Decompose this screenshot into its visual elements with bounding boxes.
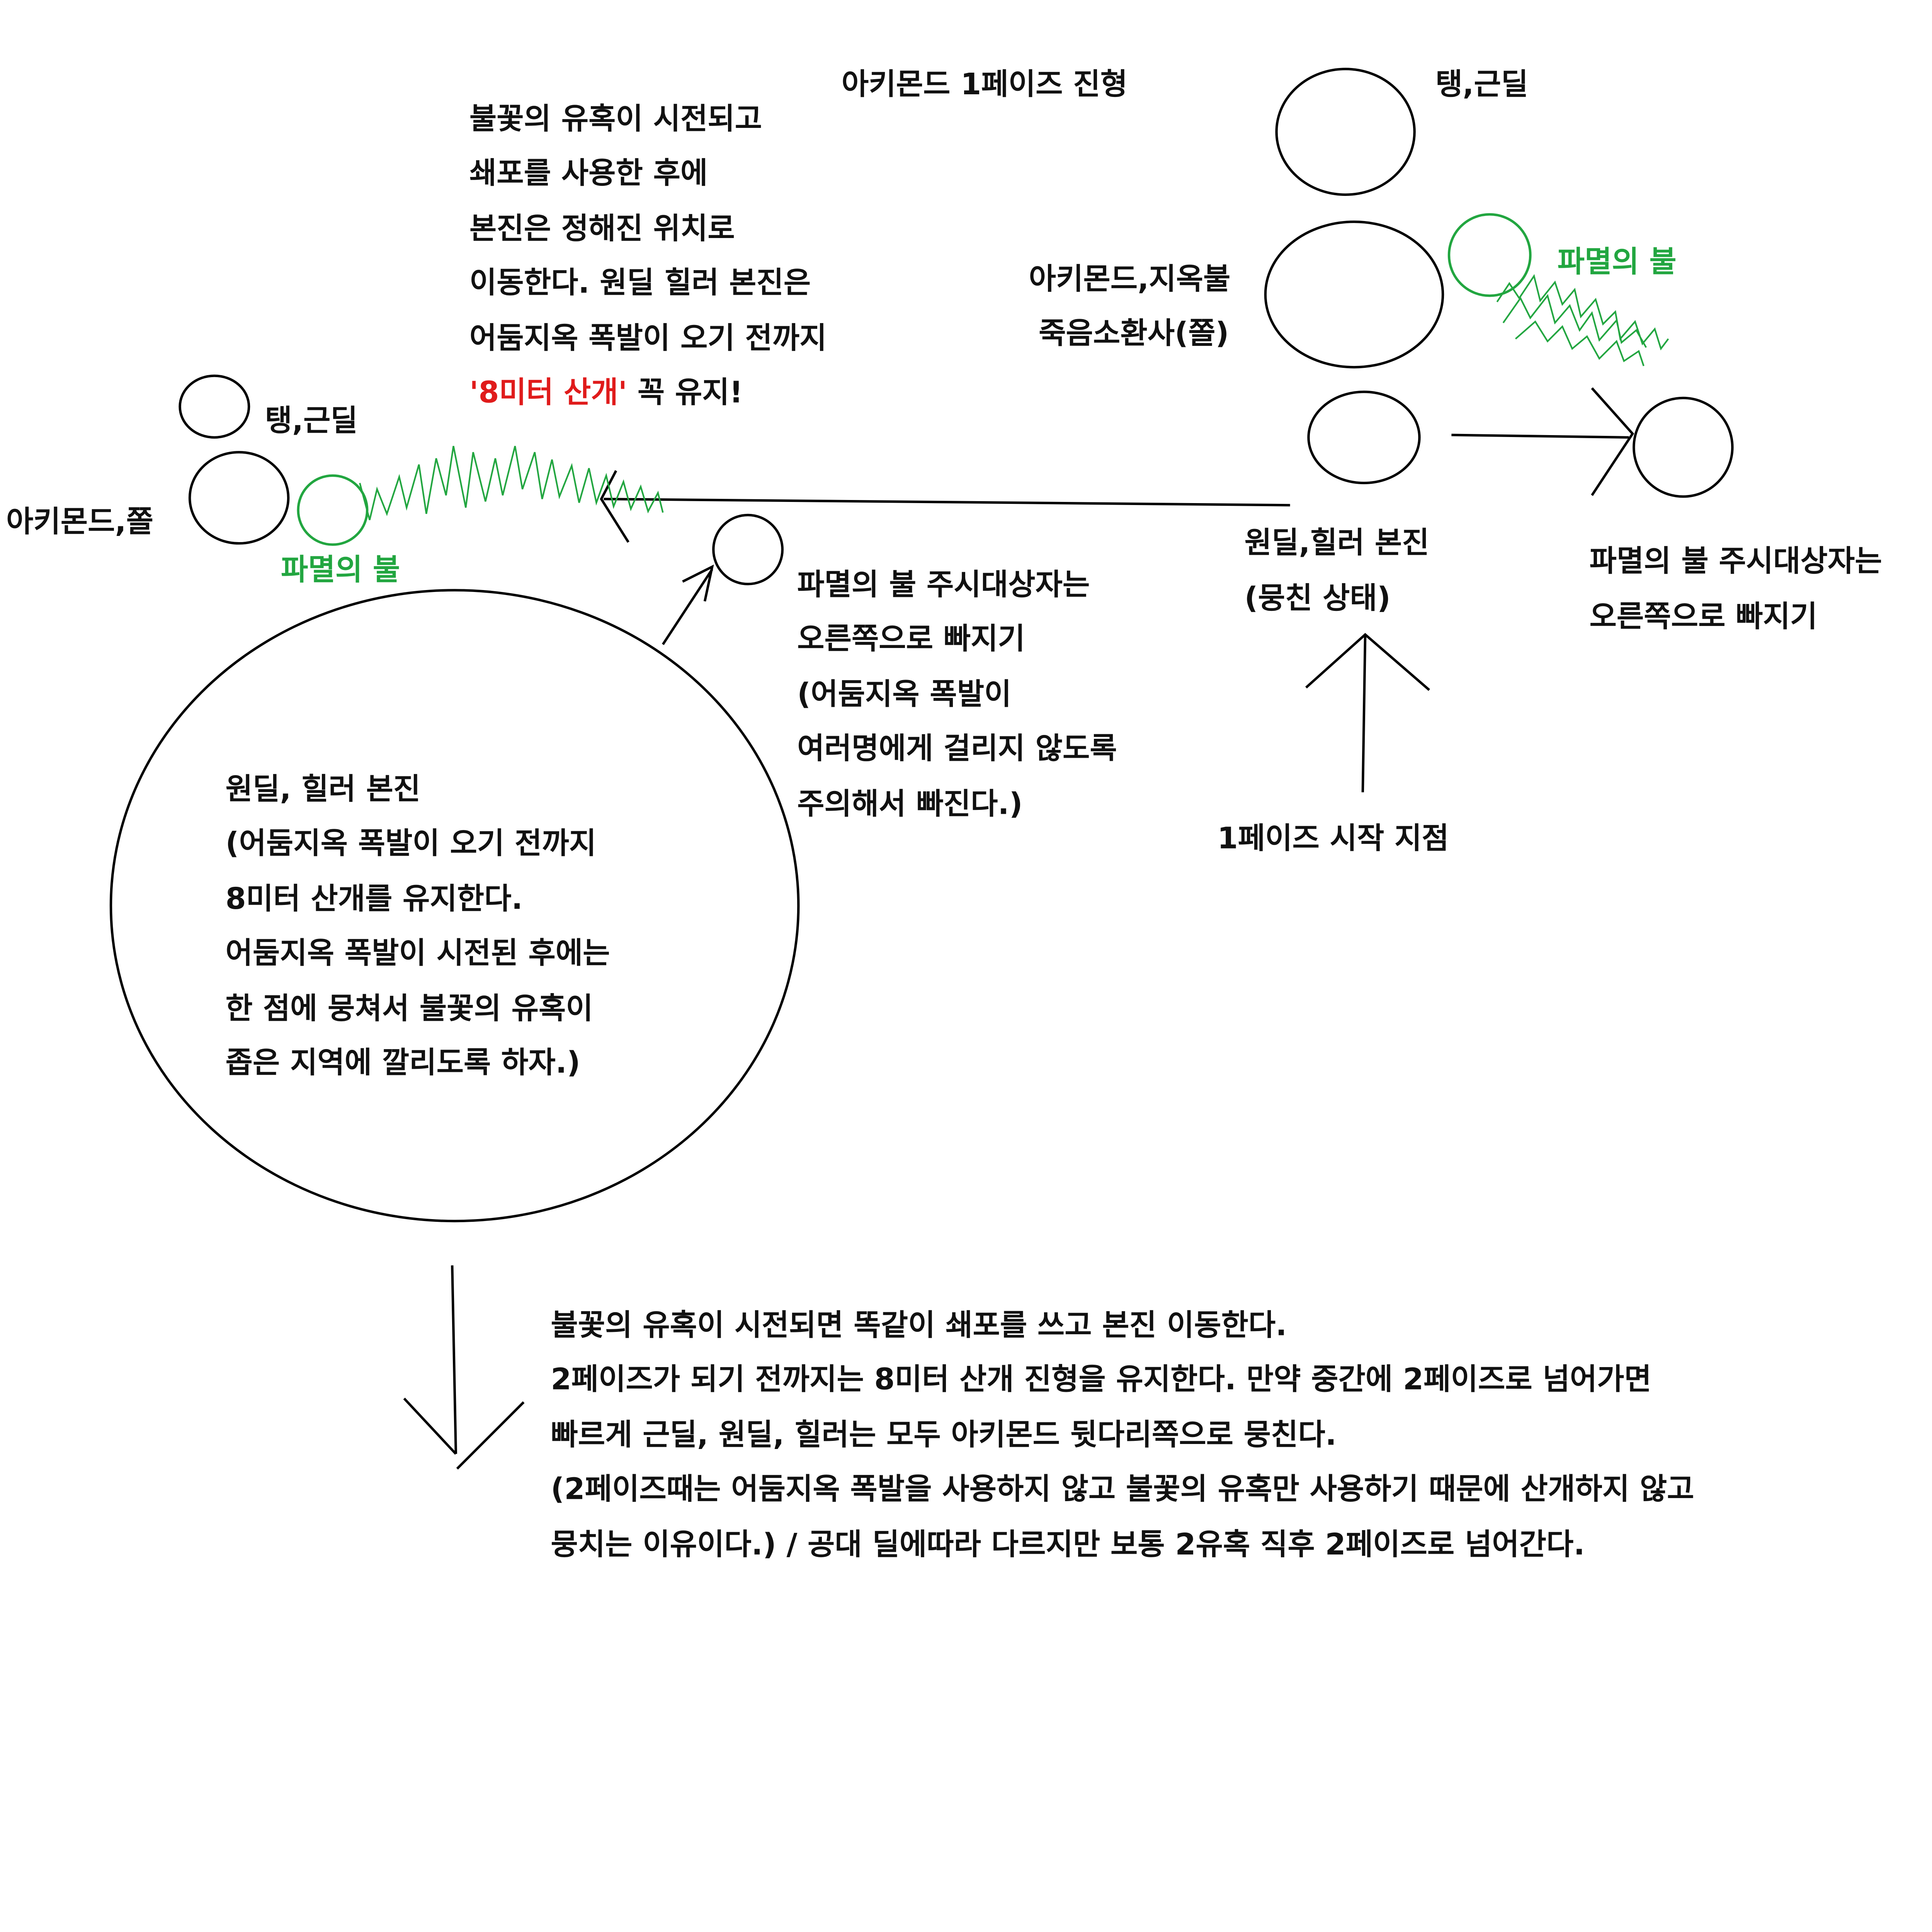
boss-position-circle: [1264, 220, 1444, 369]
fire-target-line: 주의해서 빠진다.): [797, 787, 1022, 821]
fire-label: 파멸의 불: [281, 553, 400, 587]
bottom-line: 빠르게 근딜, 원딜, 힐러는 모두 아키몬드 뒷다리쪽으로 뭉친다.: [551, 1418, 1337, 1452]
note-line: 어둠지옥 폭발이 오기 전까지: [469, 321, 827, 355]
move-left-arrow: [600, 470, 1290, 543]
ranged-group-circle: [1307, 390, 1421, 485]
fire-scribble: [1496, 274, 1669, 366]
right-arrow: [1451, 387, 1634, 496]
fire-target-line: 오른쪽으로 빠지기: [797, 622, 1025, 656]
note-line-emphasis: '8미터 산개' 꼭 유지!: [469, 375, 743, 410]
big-circle-line: (어둠지옥 폭발이 오기 전까지: [226, 826, 597, 861]
left-formation: 탱,근딜 아키몬드,쫄 파멸의 불 파멸의 불 주시대상자는 오른쪽으로 빠지기…: [6, 374, 1117, 1223]
big-circle-line: 어둠지옥 폭발이 시전된 후에는: [226, 936, 610, 970]
tank-label: 탱,근딜: [1435, 67, 1528, 102]
fire-circle: [1447, 213, 1532, 297]
tank-label: 탱,근딜: [265, 404, 358, 438]
fire-target-line: 파멸의 불 주시대상자는: [797, 568, 1090, 602]
big-circle-line: 원딜, 힐러 본진: [226, 772, 421, 806]
up-arrow: [1305, 633, 1430, 793]
tank-position-circle: [1275, 68, 1416, 196]
ranged-group-big-circle: [109, 589, 800, 1223]
top-note: 불꽃의 유혹이 시전되고 쇄포를 사용한 후에 본진은 정해진 위치로 이동한다…: [469, 102, 827, 410]
fire-target-label-2: 오른쪽으로 빠지기: [1590, 600, 1818, 634]
right-formation: 탱,근딜 아키몬드,지옥불 죽음소환사(쫄) 파멸의 불 원딜,힐러 본진 (뭉…: [1029, 67, 1882, 856]
fire-target-label: 파멸의 불 주시대상자는: [1590, 544, 1882, 578]
note-line: 본진은 정해진 위치로: [469, 211, 735, 246]
big-circle-line: 8미터 산개를 유지한다.: [226, 882, 523, 916]
note-line: 쇄포를 사용한 후에: [469, 156, 707, 190]
fire-target-line: 여러명에게 걸리지 않도록: [797, 731, 1117, 766]
fire-label: 파멸의 불: [1558, 245, 1677, 279]
boss-label: 아키몬드,쫄: [6, 505, 153, 539]
fire-circle: [297, 474, 369, 546]
note-line: 이동한다. 원딜 힐러 본진은: [469, 266, 811, 300]
big-circle-line: 한 점에 뭉쳐서 불꽃의 유혹이: [226, 992, 593, 1026]
bottom-line: 불꽃의 유혹이 시전되면 똑같이 쇄포를 쓰고 본진 이동한다.: [551, 1308, 1287, 1342]
note-line: 불꽃의 유혹이 시전되고: [469, 102, 762, 136]
fire-scribble: [359, 446, 664, 520]
fire-target-circle: [1633, 396, 1734, 498]
bottom-line: 뭉치는 이유이다.) / 공대 딜에따라 다르지만 보통 2유혹 직후 2페이즈…: [551, 1527, 1585, 1562]
boss-position-circle: [188, 451, 290, 545]
boss-label: 아키몬드,지옥불: [1029, 262, 1231, 296]
diagram-title: 아키몬드 1페이즈 진형: [842, 67, 1128, 102]
big-circle-line: 좁은 지역에 깔리도록 하자.): [226, 1046, 580, 1080]
start-label: 1페이즈 시작 지점: [1217, 821, 1449, 856]
tank-position-circle: [179, 374, 250, 439]
fire-target-circle: [712, 514, 784, 585]
boss-label-2: 죽음소환사(쫄): [1039, 316, 1229, 350]
diagonal-arrow: [662, 565, 714, 645]
diagram-canvas: 아키몬드 1페이즈 진형 불꽃의 유혹이 시전되고 쇄포를 사용한 후에 본진은…: [6, 67, 1882, 1562]
down-arrow: [403, 1265, 525, 1470]
note-line-rest: 꼭 유지!: [627, 375, 743, 410]
bottom-line: (2페이즈때는 어둠지옥 폭발을 사용하지 않고 불꽃의 유혹만 사용하기 때문…: [551, 1472, 1694, 1506]
ranged-state-label: (뭉친 상태): [1245, 581, 1391, 616]
fire-target-line: (어둠지옥 폭발이: [797, 677, 1011, 712]
bottom-note: 불꽃의 유혹이 시전되면 똑같이 쇄포를 쓰고 본진 이동한다. 2페이즈가 되…: [551, 1308, 1694, 1562]
spread-warning: '8미터 산개': [469, 375, 627, 410]
ranged-label: 원딜,힐러 본진: [1245, 526, 1429, 560]
bottom-line: 2페이즈가 되기 전까지는 8미터 산개 진형을 유지한다. 만약 중간에 2페…: [551, 1362, 1651, 1397]
